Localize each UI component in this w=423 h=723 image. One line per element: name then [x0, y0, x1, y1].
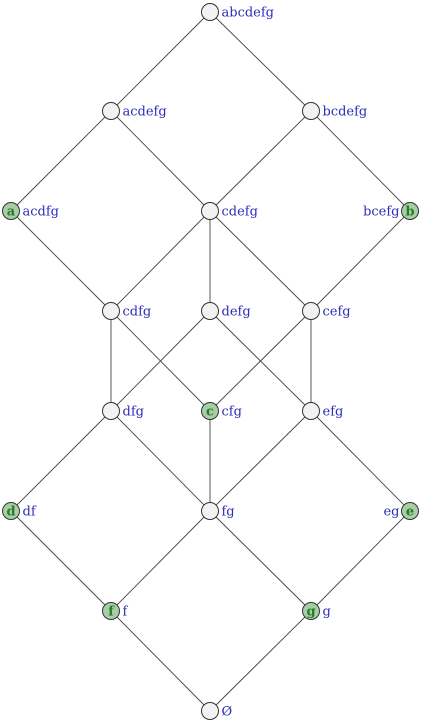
node-label-bcdefg: bcdefg [323, 105, 368, 120]
edge-cefg-cfg [209, 310, 312, 412]
node-label-acdfg: acdfg [23, 205, 60, 220]
edges-layer [10, 11, 411, 712]
node-label-dfg: dfg [123, 405, 144, 420]
node-circle [401, 502, 419, 520]
node-circle [401, 202, 419, 220]
node-fg: fg [201, 502, 235, 520]
edge-g-empty [209, 610, 312, 712]
node-circle [201, 3, 219, 21]
node-circle [2, 202, 20, 220]
node-circle [201, 502, 219, 520]
node-marker-df: d [6, 505, 15, 520]
node-acdefg: acdefg [102, 102, 167, 120]
node-label-fg: fg [222, 505, 235, 520]
node-label-cdefg: cdefg [222, 205, 258, 220]
node-marker-eg: e [406, 505, 414, 520]
edge-cdefg-cdfg [110, 210, 211, 312]
node-label-cefg: cefg [323, 305, 351, 320]
node-circle [302, 302, 320, 320]
node-label-efg: efg [323, 405, 344, 420]
node-dfg: dfg [102, 402, 144, 420]
node-circle [2, 502, 20, 520]
node-label-defg: defg [222, 305, 251, 320]
edge-bcdefg-cdefg [209, 110, 312, 212]
edge-bcdefg-bcefg [310, 110, 411, 212]
edge-abcdefg-acdefg [110, 11, 211, 112]
node-cdefg: cdefg [201, 202, 258, 220]
node-circle [102, 102, 120, 120]
node-marker-f: f [108, 605, 115, 620]
node-label-bcefg: bcefg [363, 205, 399, 220]
node-circle [302, 602, 320, 620]
node-circle [201, 202, 219, 220]
node-label-cfg: cfg [222, 405, 242, 420]
node-cdfg: cdfg [102, 302, 152, 320]
node-label-empty: Ø [222, 705, 233, 720]
node-cefg: cefg [302, 302, 351, 320]
node-circle [302, 102, 320, 120]
node-empty: Ø [201, 702, 233, 720]
edge-acdefg-cdefg [110, 110, 211, 212]
node-circle [102, 402, 120, 420]
node-circle [302, 402, 320, 420]
node-circle [102, 602, 120, 620]
edge-acdefg-acdfg [10, 110, 112, 212]
edge-df-f [10, 510, 112, 612]
node-eg: eeg [383, 502, 419, 520]
edge-fg-f [110, 510, 211, 612]
node-marker-acdfg: a [7, 205, 16, 220]
node-label-f: f [123, 605, 129, 620]
edge-bcefg-cefg [310, 210, 411, 312]
edge-dfg-df [10, 410, 112, 512]
edge-efg-fg [209, 410, 312, 512]
node-label-acdefg: acdefg [123, 105, 167, 120]
node-marker-bcefg: b [405, 205, 414, 220]
node-label-g: g [323, 605, 331, 620]
node-marker-g: g [306, 605, 315, 620]
edge-defg-dfg [110, 310, 211, 412]
node-label-abcdefg: abcdefg [222, 6, 275, 21]
edge-eg-g [310, 510, 411, 612]
node-marker-cfg: c [206, 405, 214, 420]
edge-abcdefg-bcdefg [209, 11, 312, 112]
edge-f-empty [110, 610, 211, 712]
node-label-cdfg: cdfg [123, 305, 152, 320]
edge-dfg-fg [110, 410, 211, 512]
node-label-df: df [23, 505, 37, 520]
node-efg: efg [302, 402, 344, 420]
node-label-eg: eg [383, 505, 399, 520]
node-abcdefg: abcdefg [201, 3, 275, 21]
edge-acdfg-cdfg [10, 210, 112, 312]
node-circle [201, 702, 219, 720]
node-circle [102, 302, 120, 320]
node-circle [201, 402, 219, 420]
edge-efg-eg [310, 410, 411, 512]
edge-fg-g [209, 510, 312, 612]
edge-cdefg-cefg [209, 210, 312, 312]
node-defg: defg [201, 302, 251, 320]
node-circle [201, 302, 219, 320]
node-bcdefg: bcdefg [302, 102, 368, 120]
